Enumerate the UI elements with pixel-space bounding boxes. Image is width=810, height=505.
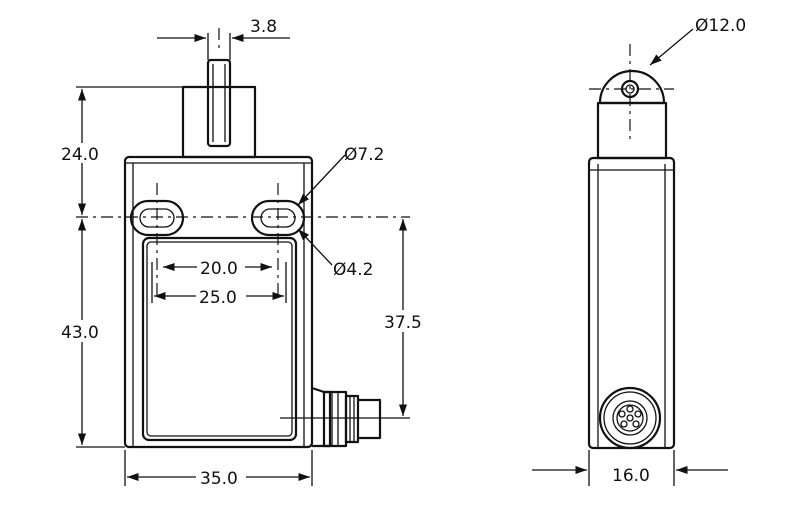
dim-hole-spacing-outer: 25.0 xyxy=(151,262,287,308)
dim-top-height: 24.0 xyxy=(60,86,208,215)
front-view xyxy=(76,28,410,449)
dim-label-12-0: Ø12.0 xyxy=(695,16,746,36)
side-view xyxy=(587,44,676,450)
dim-label-25-0: 25.0 xyxy=(199,288,237,308)
dim-label-20-0: 20.0 xyxy=(200,259,238,279)
dim-label-16-0: 16.0 xyxy=(612,466,650,486)
front-panel xyxy=(141,236,298,442)
dim-hole-spacing-inner: 20.0 xyxy=(163,259,272,279)
dim-plunger-width: 3.8 xyxy=(157,17,290,60)
dim-body-width: 35.0 xyxy=(124,450,313,489)
roller xyxy=(598,69,666,105)
dim-side-width: 16.0 xyxy=(532,450,728,486)
dim-label-7-2: Ø7.2 xyxy=(344,145,384,165)
dim-label-4-2: Ø4.2 xyxy=(333,260,373,280)
dim-label-24-0: 24.0 xyxy=(61,145,99,165)
cable-gland xyxy=(311,386,382,448)
dim-mount-hole: Ø4.2 xyxy=(297,228,373,280)
dim-hole-to-cable: 37.5 xyxy=(280,219,427,419)
dim-label-37-5: 37.5 xyxy=(384,313,422,333)
plunger xyxy=(181,58,257,159)
dim-mount-slot: Ø7.2 xyxy=(297,145,384,206)
connector-end xyxy=(598,386,662,450)
dim-label-43-0: 43.0 xyxy=(61,323,99,343)
dim-roller-diameter: Ø12.0 xyxy=(649,16,746,66)
dim-label-35-0: 35.0 xyxy=(200,469,238,489)
dim-body-height: 43.0 xyxy=(60,219,125,448)
dim-label-3-8: 3.8 xyxy=(250,17,277,37)
